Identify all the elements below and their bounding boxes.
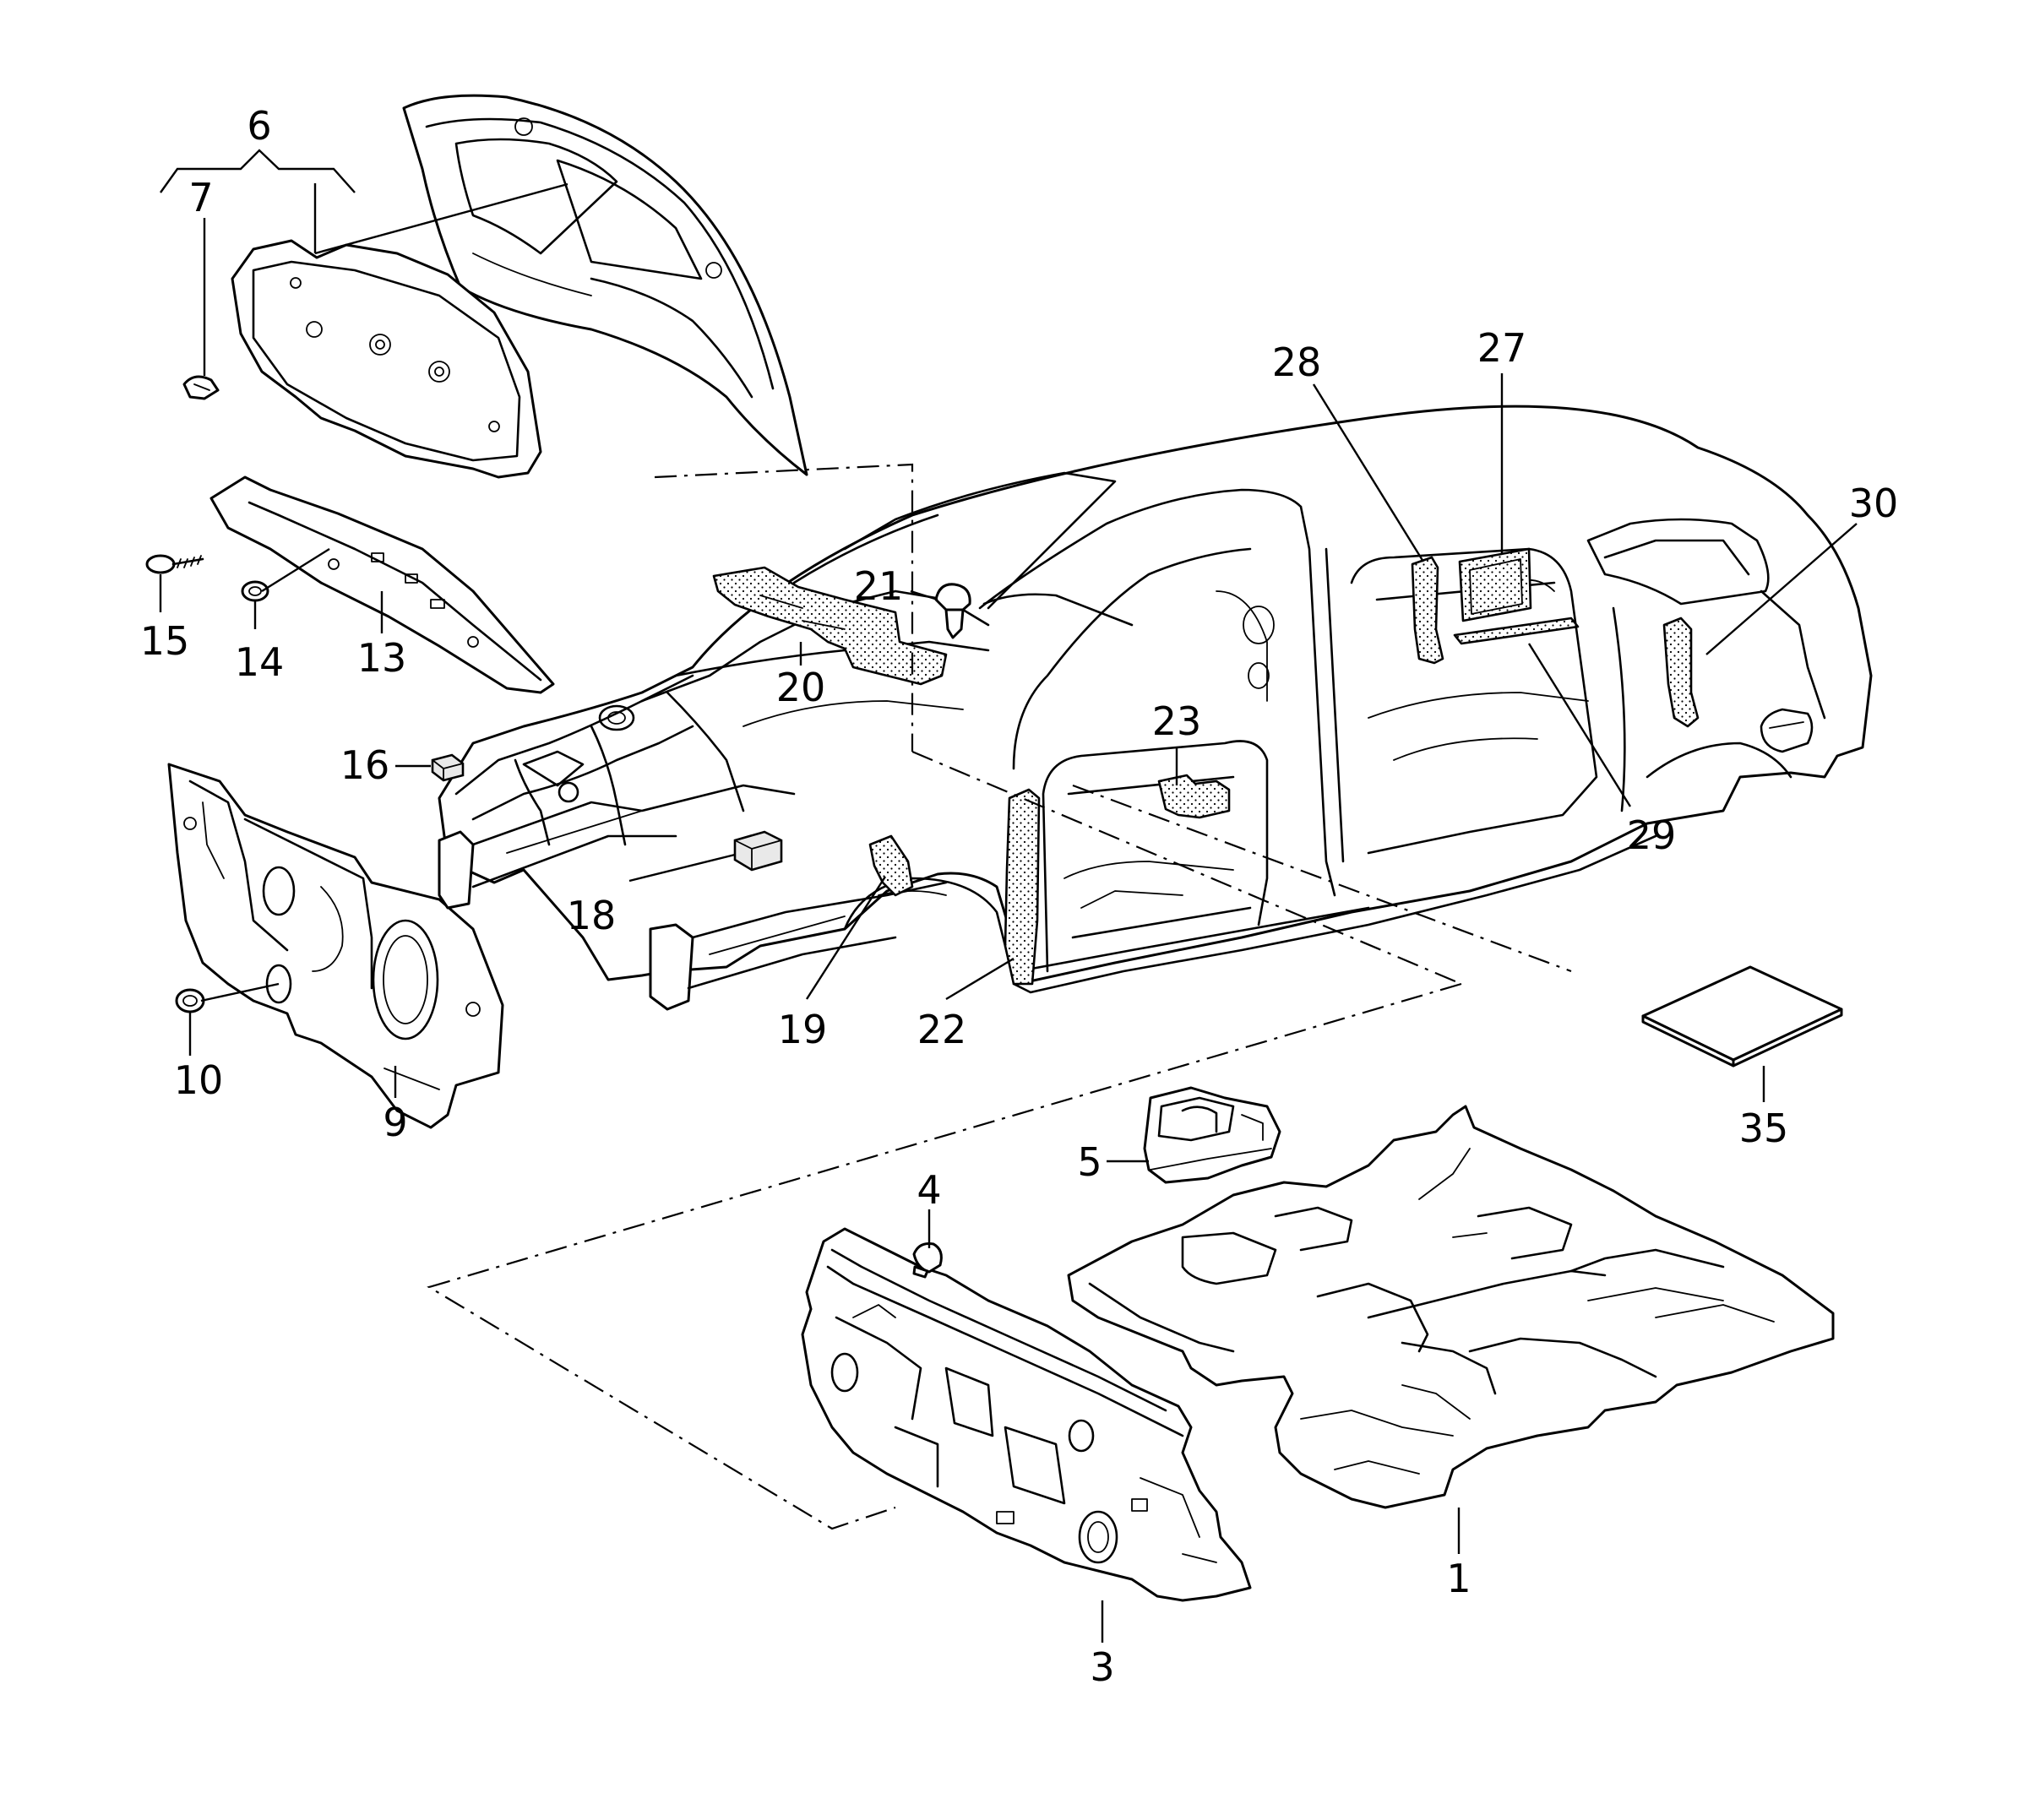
clip-21 [934,583,971,639]
block-18 [733,830,783,872]
leader-lines [159,149,1858,1643]
callout-labels: 6 7 15 14 13 16 10 9 18 20 21 19 22 23 2… [140,103,1899,1690]
plenum-seal-13 [209,475,555,694]
grouping-lines [427,463,1572,1530]
block-23 [1157,774,1231,819]
bonnet [402,94,808,476]
mat-35 [1641,965,1843,1068]
callout-27: 27 [1477,325,1527,371]
insulation-19 [868,834,914,897]
insulation-28 [1411,556,1444,665]
bonnet-insulation [231,239,542,479]
insulation-5 [1143,1086,1281,1184]
callout-18: 18 [567,893,617,938]
callout-19: 19 [778,1007,828,1052]
callout-1: 1 [1446,1556,1471,1601]
callout-4: 4 [917,1167,941,1213]
insulation-30 [1662,617,1700,728]
insulation-22 [1004,788,1041,986]
grommet-10 [175,988,205,1013]
insulation-29 [1453,617,1580,645]
callout-16: 16 [340,742,390,788]
callout-3: 3 [1090,1644,1114,1690]
callout-5: 5 [1077,1139,1102,1185]
callout-28: 28 [1272,340,1322,385]
callout-13: 13 [357,635,407,681]
callout-23: 23 [1152,698,1202,744]
dash-insulation-3 [801,1227,1252,1602]
bulkhead-insulation-9 [167,763,504,1129]
callout-20: 20 [776,665,826,710]
grommet-14 [241,580,269,602]
callout-30: 30 [1849,481,1899,526]
screw-15 [145,554,204,574]
floor-covering-1 [1067,1105,1835,1509]
callout-14: 14 [235,639,285,685]
callout-29: 29 [1627,812,1677,858]
callout-21: 21 [854,563,904,609]
callout-15: 15 [140,618,190,664]
block-16 [431,753,465,782]
insulation-27 [1458,547,1532,622]
callout-6: 6 [247,103,271,149]
clip-7 [182,375,220,400]
callout-35: 35 [1739,1106,1789,1151]
clip-4 [912,1242,943,1279]
callout-22: 22 [917,1007,967,1052]
car-body-shell [438,405,1873,1011]
callout-10: 10 [174,1057,224,1103]
callout-7: 7 [188,175,213,220]
callout-9: 9 [383,1100,407,1145]
